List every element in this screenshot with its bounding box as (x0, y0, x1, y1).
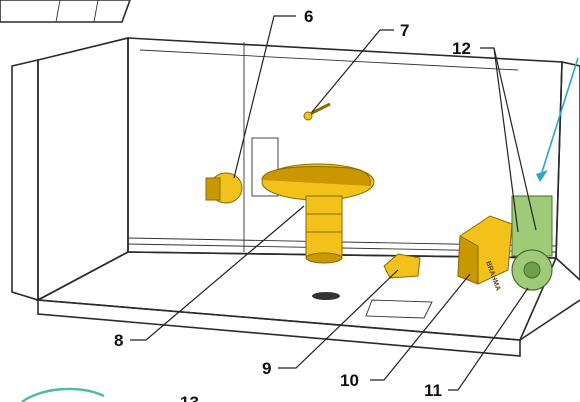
blue-leader-line (541, 57, 579, 173)
callout-12: 12 (452, 39, 471, 58)
component-11-gas-valve (511, 195, 553, 291)
callout-7: 7 (400, 21, 409, 40)
leader-lines (130, 15, 579, 391)
component-9-bracket (383, 253, 421, 279)
callout-9: 9 (262, 359, 271, 378)
component-7-probe (303, 102, 331, 121)
callout-11: 11 (424, 381, 442, 400)
callout-10: 10 (340, 371, 359, 390)
callout-8: 8 (114, 331, 123, 350)
callout-13: 13 (180, 393, 199, 402)
blue-arrowhead (536, 170, 548, 182)
callout-6: 6 (304, 7, 313, 26)
upper-assembly-fragment (0, 0, 131, 23)
component-10-controller: BRAHMA (457, 215, 513, 292)
component-8-blower (251, 137, 375, 264)
component-6-vent-elbow (205, 172, 243, 204)
inset-ring-fragment (21, 387, 105, 402)
